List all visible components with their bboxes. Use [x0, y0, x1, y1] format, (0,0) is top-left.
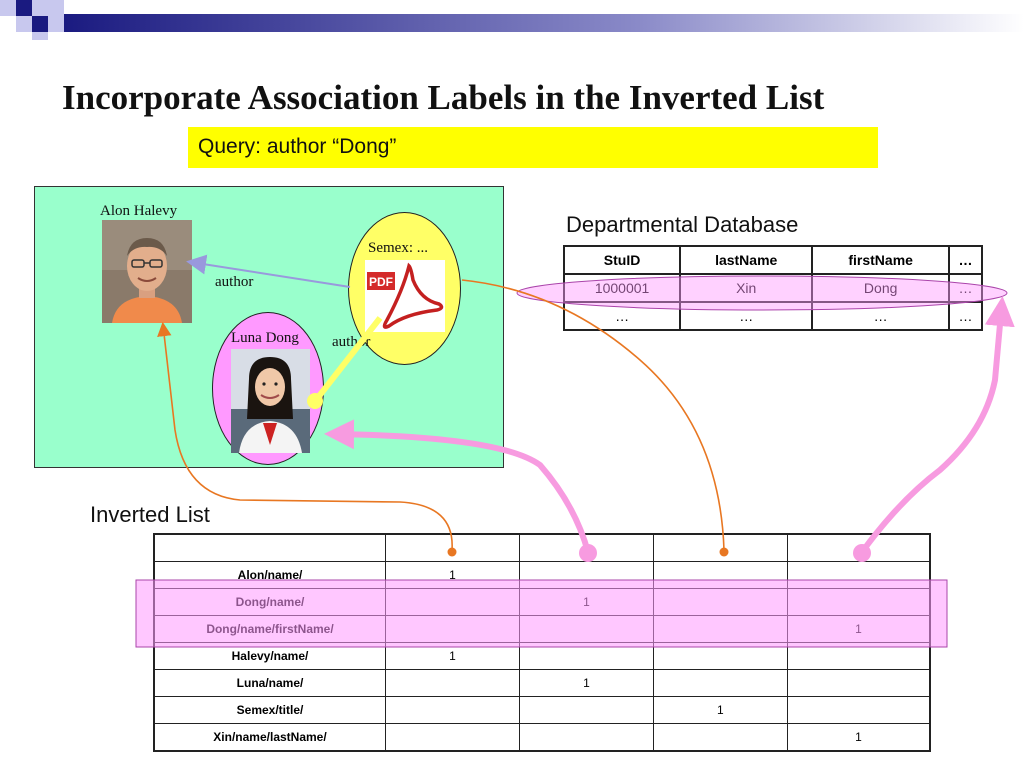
dept-db-title: Departmental Database: [566, 212, 799, 237]
inverted-cell: 1: [518, 669, 654, 697]
inverted-row-label: Dong/name/firstName/: [153, 615, 386, 643]
pink-arrow-dept: [859, 296, 1015, 554]
table-row: Semex/title/ 1: [153, 696, 931, 724]
dept-cell: …: [562, 301, 682, 331]
dept-cell: Xin: [679, 273, 814, 303]
person-label-luna: Luna Dong: [231, 330, 299, 346]
inverted-row-label: Dong/name/: [153, 588, 386, 616]
table-row: Dong/name/ 1: [153, 588, 931, 616]
dept-table: StuID lastName firstName … 1000001 Xin D…: [562, 245, 983, 331]
table-row: Dong/name/firstName/ 1: [153, 615, 931, 643]
table-row: Alon/name/ 1: [153, 561, 931, 589]
dept-cell: 1000001: [562, 273, 682, 303]
inverted-cell: 1: [385, 642, 520, 670]
dept-header-stuid: StuID: [562, 245, 682, 275]
dept-header-row: StuID lastName firstName …: [562, 245, 983, 275]
inverted-cell: [652, 642, 788, 670]
inverted-cell: [385, 696, 520, 724]
table-row: Halevy/name/ 1: [153, 642, 931, 670]
inverted-cell: [786, 642, 931, 670]
inverted-cell: [518, 642, 654, 670]
inverted-row-label: Semex/title/: [153, 696, 386, 724]
table-row: Xin/name/lastName/ 1: [153, 723, 931, 752]
dept-cell: …: [948, 273, 983, 303]
inverted-cell: 1: [518, 588, 654, 616]
inverted-cell: [518, 615, 654, 643]
table-row: [153, 533, 931, 562]
inverted-cell: [786, 561, 931, 589]
inverted-header-col-1: [385, 533, 520, 562]
dept-row: … … … …: [562, 301, 983, 331]
person-photo-alon: [102, 220, 192, 323]
inverted-header-blank: [153, 533, 386, 562]
inverted-cell: [652, 723, 788, 752]
inverted-cell: [385, 588, 520, 616]
inverted-header-col-4: [786, 533, 931, 562]
inverted-cell: [518, 561, 654, 589]
table-row: Luna/name/ 1: [153, 669, 931, 697]
inverted-cell: 1: [786, 723, 931, 752]
dept-cell: …: [679, 301, 814, 331]
person-label-alon: Alon Halevy: [100, 203, 178, 219]
inverted-cell: [518, 723, 654, 752]
inverted-cell: [652, 669, 788, 697]
inverted-row-label: Luna/name/: [153, 669, 386, 697]
inverted-cell: [385, 615, 520, 643]
pdf-icon-text: PDF: [369, 275, 393, 289]
inverted-header-col-2: [518, 533, 654, 562]
dept-header-lastname: lastName: [679, 245, 814, 275]
inverted-cell: [385, 723, 520, 752]
dept-header-more: …: [948, 245, 983, 275]
paper-label: Semex: ...: [368, 240, 428, 256]
dept-header-firstname: firstName: [811, 245, 951, 275]
inverted-row-label: Xin/name/lastName/: [153, 723, 386, 752]
inverted-cell: [385, 669, 520, 697]
inverted-cell: [652, 588, 788, 616]
edge-label-author-1: author: [215, 274, 254, 290]
inverted-cell: [518, 696, 654, 724]
inverted-cell: 1: [652, 696, 788, 724]
title-decoration: [0, 0, 1024, 40]
inverted-cell: [786, 588, 931, 616]
inverted-cell: 1: [385, 561, 520, 589]
edge-label-author-2: author: [332, 334, 371, 350]
inverted-cell: [652, 561, 788, 589]
inverted-list-table: Alon/name/ 1 Dong/name/ 1 Dong/name/firs…: [153, 533, 931, 752]
inverted-list-title: Inverted List: [90, 502, 210, 527]
inverted-row-label: Alon/name/: [153, 561, 386, 589]
inverted-cell: [786, 669, 931, 697]
dept-cell: …: [948, 301, 983, 331]
dept-cell: …: [811, 301, 951, 331]
inverted-row-label: Halevy/name/: [153, 642, 386, 670]
pdf-icon: PDF: [365, 260, 445, 332]
dept-cell: Dong: [811, 273, 951, 303]
dept-row: 1000001 Xin Dong …: [562, 273, 983, 303]
inverted-cell: [652, 615, 788, 643]
inverted-header-col-3: [652, 533, 788, 562]
slide-title: Incorporate Association Labels in the In…: [62, 78, 825, 117]
inverted-cell: 1: [786, 615, 931, 643]
inverted-cell: [786, 696, 931, 724]
query-box: Query: author “Dong”: [188, 127, 878, 168]
person-photo-luna: [231, 349, 310, 453]
